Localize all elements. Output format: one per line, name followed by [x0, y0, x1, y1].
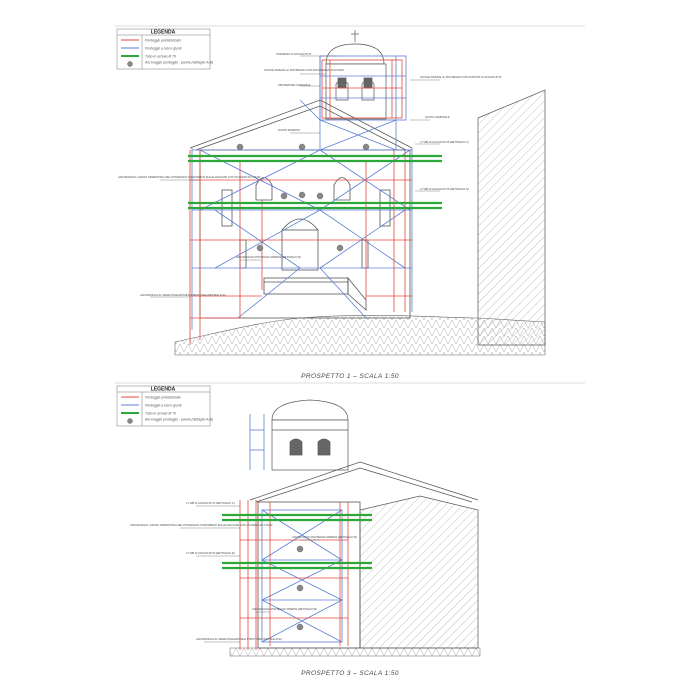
steel-ties-elevation-3: [222, 513, 372, 570]
anchor-dot-icon: [127, 61, 133, 67]
ground-elevation-1: [174, 315, 546, 356]
note-foundation: ANCORAGGIO AL MARE FONDAZIONE E STRUTTUR…: [195, 637, 282, 641]
bell-tower-elevation-3: [271, 399, 349, 471]
legend-item-prefab: Ponteggio prefabbricato: [145, 39, 181, 43]
notes-elevation-3: 2 TUBI IN ACCIAIO Ø 76 (DETTAGLIO C) ANC…: [129, 501, 357, 641]
prefab-scaffold-elevation-3: [239, 500, 349, 650]
note-boards-struts: TAVOLE FISSATE AL PONTEGGIO CON PUNTONI …: [420, 75, 502, 79]
adjacent-building: [477, 89, 546, 346]
legend-item-steel: Tubo in acciaio Ø 76: [145, 55, 176, 59]
legend-title: LEGENDA: [151, 387, 176, 393]
note-steel-c: 2 TUBI IN ACCIAIO Ø 76 (DETTAGLIO C): [185, 501, 235, 505]
anchors-elevation-3: [296, 545, 304, 631]
notes-elevation-1: TRAVERSO IN ACCIAIO Ø 76 TAVOLE FISSATE …: [117, 52, 502, 297]
legend-item-tube: Ponteggio a tubi e giunti: [145, 47, 182, 51]
bell-tower: [325, 30, 387, 120]
church-body-elevation-3: [249, 461, 479, 649]
annotations-elevation-1: [150, 55, 440, 298]
caption-elevation-3: PROSPETTO 3 – SCALA 1:50: [301, 670, 399, 677]
legend-item-steel: Tubo in acciaio Ø 76: [145, 412, 176, 416]
caption-elevation-1: PROSPETTO 1 – SCALA 1:50: [301, 373, 399, 380]
side-nave-hatched: [359, 495, 479, 649]
note-bell-level: QUOTA CAMPANILE: [425, 115, 450, 119]
note-steel-d: 2 TUBI IN ACCIAIO Ø 76 (DETTAGLIO D): [185, 551, 235, 555]
note-traverse: TRAVERSO IN ACCIAIO Ø 76: [276, 52, 312, 56]
note-ledger-anchor: ANCORAGGIO I LEGNO ORIZZONTALI DEL PONTE…: [129, 523, 273, 527]
steel-ties-elevation-1: [188, 154, 442, 210]
note-steel-d: 2 TUBI IN ACCIAIO Ø 76 (DETTAGLIO D): [419, 187, 469, 191]
note-ledger-anchor: ANCORAGGIO I LEGNO ORIZZONTALI DEL PONTE…: [117, 175, 261, 179]
note-top-level: QUOTA SOMMITA': [278, 128, 301, 132]
note-foundation: ANCORAGGIO AL MARE FONDAZIONE E STRUTTUR…: [139, 293, 226, 297]
legend-item-tube: Ponteggio a tubi e giunti: [145, 404, 182, 408]
legend-item-anchor: Ancoraggio ponteggio - parete (dettaglio…: [144, 61, 213, 65]
legend-elevation-3: LEGENDA Ponteggio prefabbricato Ponteggi…: [116, 385, 213, 427]
tube-scaffold-elevation-3: [249, 414, 343, 643]
prefab-scaffold-elevation-1: [189, 59, 412, 345]
note-wall-anchor: ANCORAGGIO PONTEGGIO PARETE (DETTAGLIO B…: [235, 255, 301, 259]
annotations-elevation-3: [180, 505, 320, 643]
legend-item-prefab: Ponteggio prefabbricato: [145, 396, 181, 400]
anchors-elevation-1: [236, 143, 370, 252]
elevation-3: LEGENDA Ponteggio prefabbricato Ponteggi…: [115, 382, 585, 677]
note-boards-anchor: TAVOLE FISSATE AL PONTEGGIO CON ANCORAGG…: [264, 68, 344, 72]
note-wall-anchor-lower: ANCORAGGIO PONTEGGIO PARETE (DETTAGLIO B…: [251, 607, 317, 611]
legend-item-anchor: Ancoraggio ponteggio - parete (dettaglio…: [144, 418, 213, 422]
ground-elevation-3: [229, 647, 481, 657]
anchor-dot-icon: [127, 418, 133, 424]
legend-elevation-1: LEGENDA Ponteggio prefabbricato Ponteggi…: [116, 28, 213, 70]
legend-title: LEGENDA: [151, 30, 176, 36]
note-bell-protection: PROTEZIONE CAMPANILE: [278, 83, 311, 87]
note-wall-anchor-upper: ANCORAGGIO PONTEGGIO PARETE (DETTAGLIO B…: [291, 535, 357, 539]
note-steel-c: 2 TUBI IN ACCIAIO Ø 76 (DETTAGLIO C): [419, 140, 469, 144]
elevation-1: LEGENDA Ponteggio prefabbricato Ponteggi…: [115, 25, 585, 380]
